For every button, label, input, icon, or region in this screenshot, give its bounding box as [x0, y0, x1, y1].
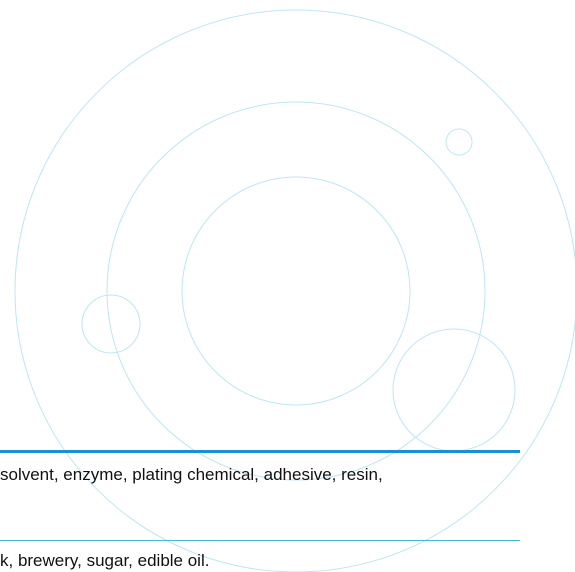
inner-circle: [181, 176, 411, 406]
secondary-divider: [0, 540, 520, 541]
middle-circle: [106, 101, 486, 481]
medium-circle-bottom-right: [392, 328, 516, 452]
primary-divider: [0, 450, 520, 453]
industries-text-line-1: solvent, enzyme, plating chemical, adhes…: [0, 465, 383, 484]
small-circle-top-right: [445, 128, 473, 156]
industries-text-line-2: k, brewery, sugar, edible oil.: [0, 551, 210, 570]
large-outer-circle: [14, 9, 575, 572]
small-circle-left: [81, 294, 141, 354]
